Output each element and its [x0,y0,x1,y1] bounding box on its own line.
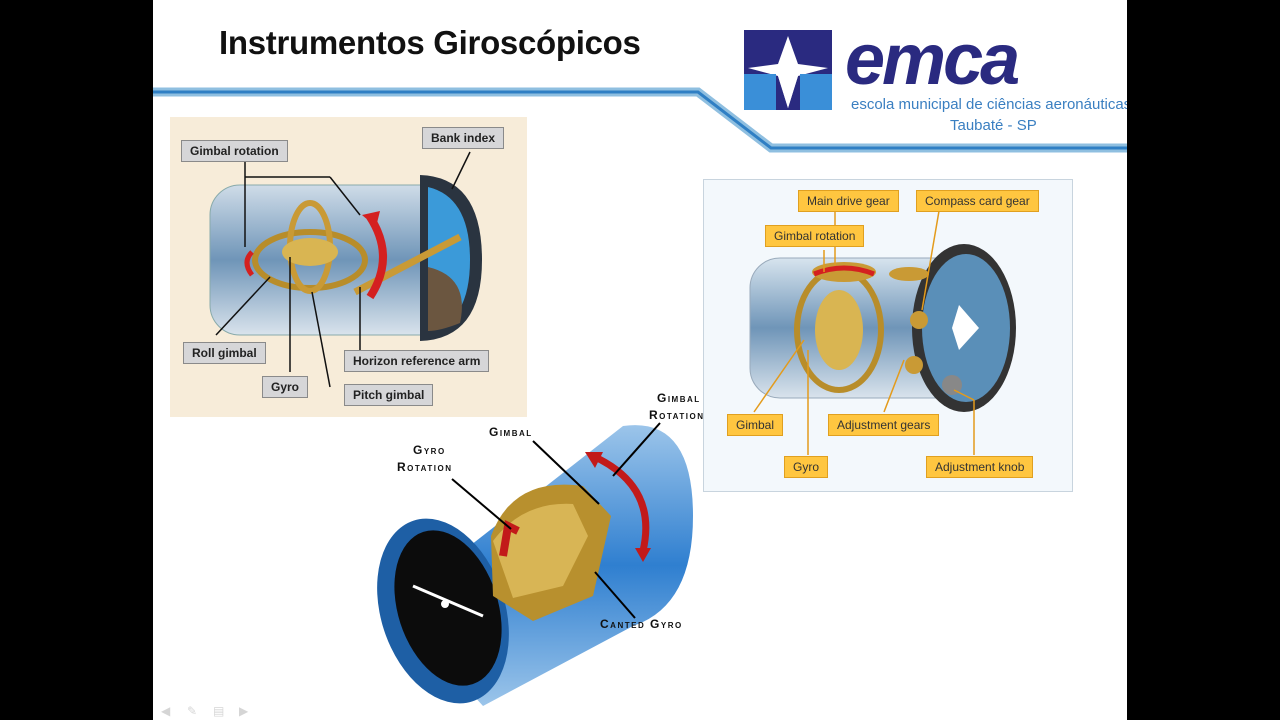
logo-brand: emca [845,20,1020,100]
label-gimbal-rotation: Gimbal rotation [765,225,865,247]
attitude-indicator-diagram: Gimbal rotation Bank index Roll gimbal H… [170,117,527,417]
label-gimbal-rotation: Gimbal rotation [181,140,288,162]
logo-subtitle: escola municipal de ciências aeronáutica… [851,96,1127,113]
menu-icon[interactable]: ▤ [213,704,225,718]
heading-gyro-illustration [749,210,1016,455]
label-gimbal-rotation-1: Gimbal [657,391,701,405]
label-canted-gyro: Canted Gyro [600,617,683,631]
label-gyro: Gyro [784,456,829,478]
label-gyro-rotation-2: Rotation [397,460,453,474]
header-stripe [153,87,1127,153]
next-icon[interactable]: ▶ [239,704,249,718]
turn-gyro-illustration [377,422,693,706]
label-gyro-rotation-1: Gyro [413,443,446,457]
label-roll-gimbal: Roll gimbal [183,342,266,364]
turn-coordinator-diagram: Gimbal Rotation Gimbal Gyro Rotation Can… [373,386,713,706]
label-adjustment-gears: Adjustment gears [828,414,940,436]
attitude-gyro-illustration [209,151,482,388]
slide-title: Instrumentos Giroscópicos [219,24,641,61]
logo-city: Taubaté - SP [950,117,1037,134]
label-adjustment-knob: Adjustment knob [926,456,1034,478]
previous-icon[interactable]: ◀ [161,704,171,718]
emca-logo-mark [744,30,832,110]
label-main-drive-gear: Main drive gear [798,190,899,212]
label-gimbal: Gimbal [489,425,533,439]
pen-icon[interactable]: ✎ [187,704,198,718]
label-pitch-gimbal: Pitch gimbal [344,384,434,406]
slideshow-nav: ◀ ✎ ▤ ▶ [161,704,255,718]
label-bank-index: Bank index [422,127,505,149]
label-gyro: Gyro [262,376,309,398]
label-horizon-reference-arm: Horizon reference arm [344,350,490,372]
heading-indicator-diagram: Main drive gear Compass card gear Gimbal… [703,179,1073,492]
label-compass-card-gear: Compass card gear [916,190,1039,212]
label-gimbal: Gimbal [727,414,784,436]
label-gimbal-rotation-2: Rotation [649,408,705,422]
slide: Instrumentos Giroscópicos emca escola mu… [153,0,1127,720]
